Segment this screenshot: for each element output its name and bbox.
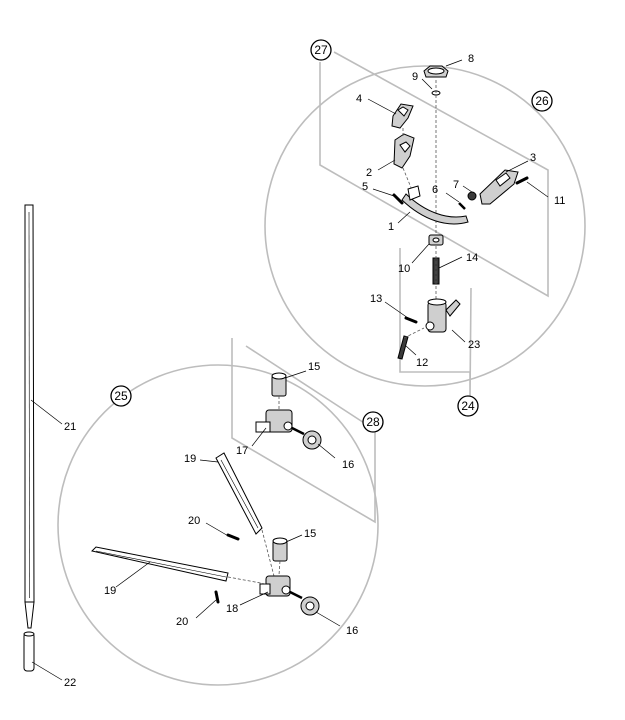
label-20-lower: 20: [176, 616, 188, 628]
sleeve-part-15-lower: [272, 537, 288, 562]
label-6: 6: [432, 184, 438, 196]
jaw-part-4: [391, 103, 414, 129]
label-19-lower: 19: [104, 585, 116, 597]
label-23: 23: [468, 339, 480, 351]
pin-part-20-upper: [226, 533, 240, 541]
label-17: 17: [236, 445, 248, 457]
svg-text:28: 28: [366, 415, 380, 429]
frame-28: [231, 338, 376, 524]
frame-27: [319, 51, 549, 298]
label-16-upper: 16: [342, 459, 354, 471]
knob-part-16-lower: [289, 590, 320, 616]
pin-part-5: [392, 193, 404, 205]
knob-part-8: [423, 65, 449, 78]
label-12: 12: [416, 357, 428, 369]
screw-part-6: [458, 202, 466, 210]
label-7: 7: [453, 179, 459, 191]
detail-circle-25: [57, 364, 379, 686]
label-18: 18: [226, 603, 238, 615]
callout-26: 26: [531, 90, 553, 112]
arm-part-1: [401, 185, 469, 225]
callout-25: 25: [110, 385, 132, 407]
link-2-1: [402, 167, 413, 191]
label-15-upper: 15: [308, 361, 320, 373]
leader-lines: [30, 59, 549, 681]
bar-part-19-upper: [215, 452, 263, 535]
link-15-18: [278, 560, 281, 576]
label-21: 21: [64, 421, 76, 433]
label-4: 4: [356, 93, 362, 105]
tip-part-22: [23, 631, 35, 672]
label-10: 10: [398, 263, 410, 275]
pin-part-11: [515, 176, 529, 185]
label-20-upper: 20: [188, 515, 200, 527]
label-19-upper: 19: [184, 453, 196, 465]
callout-24: 24: [457, 395, 479, 417]
clamp-part-3: [479, 169, 519, 205]
sleeve-part-15-upper: [271, 372, 287, 397]
joint-part-18: [259, 575, 291, 597]
svg-text:25: 25: [114, 389, 128, 403]
link-19-18-lower: [227, 576, 267, 585]
svg-text:24: 24: [461, 399, 475, 413]
label-8: 8: [468, 53, 474, 65]
label-9: 9: [412, 71, 418, 83]
pin-part-13: [404, 316, 418, 324]
nut-part-7: [467, 191, 477, 201]
label-15-lower: 15: [304, 528, 316, 540]
label-16-lower: 16: [346, 625, 358, 637]
label-22: 22: [64, 677, 76, 689]
label-3: 3: [530, 152, 536, 164]
link-19-18: [261, 529, 275, 577]
detail-circle-26: [264, 65, 586, 387]
label-14: 14: [466, 252, 478, 264]
pin-part-20-lower: [214, 590, 220, 604]
jaw-part-2: [393, 133, 415, 169]
nut-part-10: [428, 234, 444, 246]
part-labels: 8 9 4 2 5 1 6 7 3 11 10 14 13 23 12 15 1…: [64, 53, 565, 689]
knob-part-16-upper: [291, 426, 322, 450]
label-2: 2: [366, 167, 372, 179]
label-5: 5: [362, 181, 368, 193]
rod-part-21: [24, 204, 35, 629]
svg-text:27: 27: [314, 43, 328, 57]
callout-27: 27: [310, 39, 332, 61]
body-part-23: [425, 298, 461, 333]
label-11: 11: [554, 195, 565, 207]
joint-part-17: [255, 409, 293, 433]
svg-text:26: 26: [535, 94, 549, 108]
frame-24: [399, 248, 472, 399]
label-1: 1: [388, 221, 394, 233]
bar-part-19-lower: [91, 546, 229, 582]
callout-28: 28: [362, 411, 384, 433]
lever-part-12: [397, 327, 425, 360]
label-13: 13: [370, 293, 382, 305]
